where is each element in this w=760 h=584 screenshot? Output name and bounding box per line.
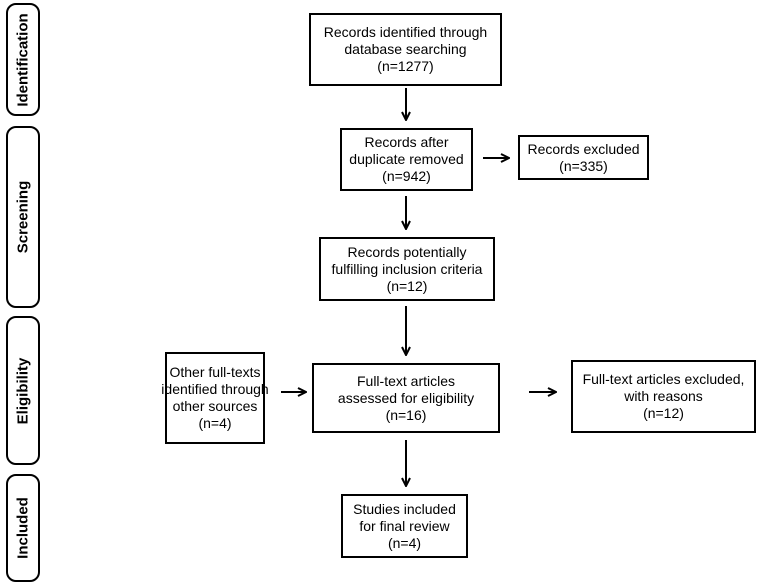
box-other-fulltexts: Other full-texts identified through othe… xyxy=(161,352,269,444)
stage-included-label: Included xyxy=(14,497,32,559)
box-records-potentially-fulfilling: Records potentially fulfilling inclusion… xyxy=(319,237,495,301)
stage-identification: Identification xyxy=(6,3,40,116)
box-fulltext-excluded-line2: with reasons xyxy=(624,388,703,404)
stage-eligibility-label: Eligibility xyxy=(14,357,32,424)
box-records-potentially-fulfilling-line2: fulfilling inclusion criteria xyxy=(331,260,483,277)
box-records-excluded: Records excluded (n=335) xyxy=(518,135,649,180)
stage-eligibility: Eligibility xyxy=(6,316,40,465)
box-fulltext-assessed-line2: assessed for eligibility xyxy=(337,389,475,406)
box-records-identified-line1: Records identified through xyxy=(323,24,488,40)
box-records-excluded-line2: (n=335) xyxy=(559,157,608,174)
box-studies-included: Studies included for final review (n=4) xyxy=(341,494,468,558)
stage-included: Included xyxy=(6,474,40,582)
box-other-fulltexts-line2: identified through xyxy=(161,381,269,397)
box-records-identified-line2: database searching xyxy=(344,41,467,57)
box-other-fulltexts-line4: (n=4) xyxy=(198,415,232,431)
box-records-identified-line3: (n=1277) xyxy=(377,58,434,74)
stage-screening-label: Screening xyxy=(14,180,32,254)
box-records-potentially-fulfilling-line1: Records potentially xyxy=(347,243,467,260)
box-studies-included-line2: for final review xyxy=(359,517,450,534)
box-fulltext-excluded: Full-text articles excluded, with reason… xyxy=(571,360,756,433)
box-fulltext-excluded-line3: (n=12) xyxy=(643,405,684,421)
box-fulltext-assessed-line3: (n=16) xyxy=(385,406,427,423)
stage-identification-label: Identification xyxy=(14,12,32,107)
box-records-after-duplicates-line3: (n=942) xyxy=(382,168,431,184)
box-other-fulltexts-line3: other sources xyxy=(172,398,258,414)
box-records-after-duplicates-line1: Records after xyxy=(364,134,449,150)
box-records-potentially-fulfilling-line3: (n=12) xyxy=(386,277,428,294)
box-records-after-duplicates-line2: duplicate removed xyxy=(349,151,464,167)
box-other-fulltexts-line1: Other full-texts xyxy=(169,364,261,380)
box-studies-included-line3: (n=4) xyxy=(387,534,422,551)
box-fulltext-assessed-line1: Full-text articles xyxy=(356,372,456,389)
box-records-excluded-line1: Records excluded xyxy=(527,140,640,157)
box-fulltext-excluded-line1: Full-text articles excluded, xyxy=(582,371,745,387)
box-records-after-duplicates: Records after duplicate removed (n=942) xyxy=(340,128,473,191)
stage-screening: Screening xyxy=(6,126,40,308)
box-fulltext-assessed: Full-text articles assessed for eligibil… xyxy=(312,363,500,433)
box-records-identified: Records identified through database sear… xyxy=(309,13,502,86)
box-studies-included-line1: Studies included xyxy=(353,500,456,517)
